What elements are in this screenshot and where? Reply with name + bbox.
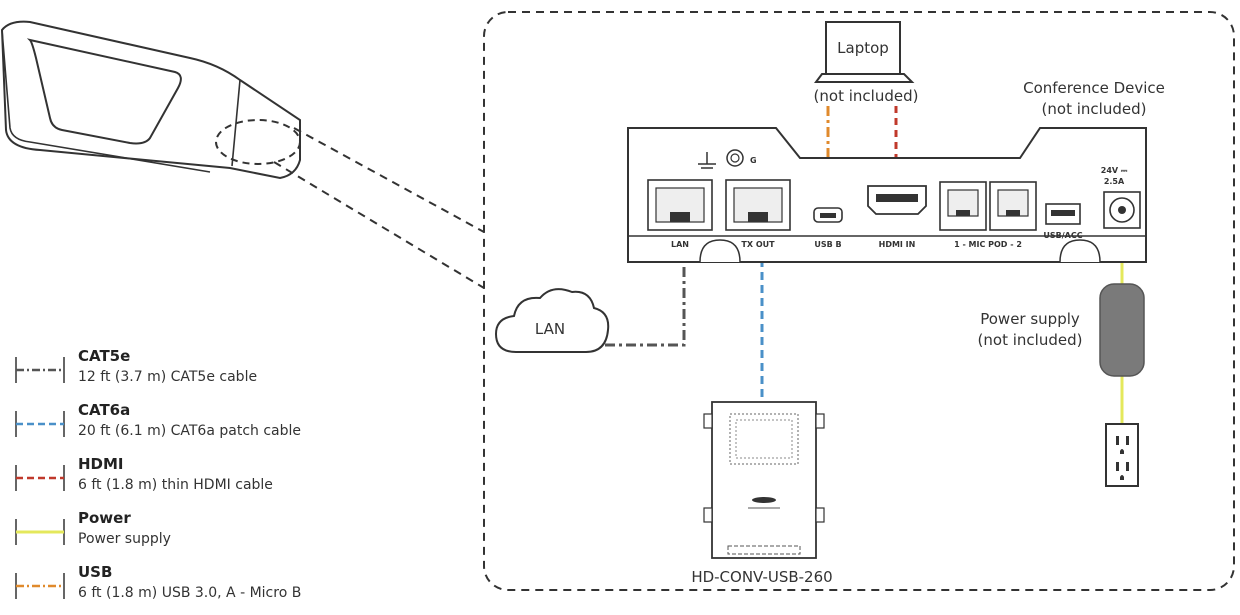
power-supply-label: Power supply <box>980 310 1080 328</box>
usb-line-swatch <box>15 573 65 599</box>
cable-legend: CAT5e 12 ft (3.7 m) CAT5e cable CAT6a 20… <box>8 345 428 615</box>
mic-pod-label: 1 - MIC POD - 2 <box>954 240 1022 249</box>
conference-device-label: Conference Device <box>1023 79 1165 97</box>
zoom-line-bottom <box>273 161 485 289</box>
legend-title: CAT5e <box>78 347 131 365</box>
power-supply-icon <box>1099 283 1145 377</box>
power-rating-voltage: 24V ⎓ <box>1101 166 1128 175</box>
conference-device-note: (not included) <box>1042 100 1147 118</box>
legend-desc: Power supply <box>78 531 171 547</box>
usb-b-port-label: USB B <box>814 240 841 249</box>
lan-port <box>647 179 713 231</box>
ground-label: G <box>750 156 757 165</box>
rear-connector-highlight <box>215 119 301 165</box>
legend-desc: 6 ft (1.8 m) thin HDMI cable <box>78 477 273 493</box>
legend-item-cat6a: CAT6a 20 ft (6.1 m) CAT6a patch cable <box>8 399 428 453</box>
laptop-icon <box>814 21 915 83</box>
usb-acc-port <box>1045 203 1081 225</box>
tx-out-port-label: TX OUT <box>741 240 775 249</box>
hdmi-in-port <box>867 185 927 215</box>
lan-cloud-label: LAN <box>535 320 565 338</box>
power-supply-note: (not included) <box>978 331 1083 349</box>
legend-title: USB <box>78 563 113 581</box>
legend-desc: 6 ft (1.8 m) USB 3.0, A - Micro B <box>78 585 302 601</box>
conference-device: G LAN TX OUT USB B HDMI IN <box>627 127 1147 263</box>
legend-item-cat5e: CAT5e 12 ft (3.7 m) CAT5e cable <box>8 345 428 399</box>
legend-title: HDMI <box>78 455 124 473</box>
legend-item-usb: USB 6 ft (1.8 m) USB 3.0, A - Micro B <box>8 561 428 615</box>
cat6a-line-swatch <box>15 411 65 437</box>
legend-item-power: Power Power supply <box>8 507 428 561</box>
laptop-note: (not included) <box>814 87 919 105</box>
lan-port-label: LAN <box>671 240 689 249</box>
power-rating-current: 2.5A <box>1104 177 1125 186</box>
converter-box <box>703 401 825 559</box>
touch-panel <box>0 20 301 180</box>
converter-label: HD-CONV-USB-260 <box>691 568 832 586</box>
hdmi-in-port-label: HDMI IN <box>879 240 916 249</box>
legend-title: Power <box>78 509 131 527</box>
power-jack <box>1103 191 1141 229</box>
legend-title: CAT6a <box>78 401 131 419</box>
usb-b-port <box>813 207 843 223</box>
connection-diagram: Laptop (not included) Conference Device … <box>0 11 1235 591</box>
lan-cloud-icon <box>494 288 610 353</box>
ground-icon <box>698 149 744 169</box>
cat5e-line-swatch <box>15 357 65 383</box>
mic-pod-2-port <box>989 181 1037 231</box>
tx-out-port <box>725 179 791 231</box>
cat5e-cable <box>600 246 686 347</box>
laptop-label: Laptop <box>837 39 889 57</box>
usb-acc-port-label: USB/ACC <box>1043 231 1082 240</box>
power-line-swatch <box>15 519 65 545</box>
legend-item-hdmi: HDMI 6 ft (1.8 m) thin HDMI cable <box>8 453 428 507</box>
hdmi-line-swatch <box>15 465 65 491</box>
legend-desc: 12 ft (3.7 m) CAT5e cable <box>78 369 258 385</box>
detail-enclosure <box>483 11 1235 591</box>
mic-pod-1-port <box>939 181 987 231</box>
zoom-line-top <box>293 127 485 233</box>
wall-outlet-icon <box>1105 423 1139 487</box>
legend-desc: 20 ft (6.1 m) CAT6a patch cable <box>78 423 302 439</box>
